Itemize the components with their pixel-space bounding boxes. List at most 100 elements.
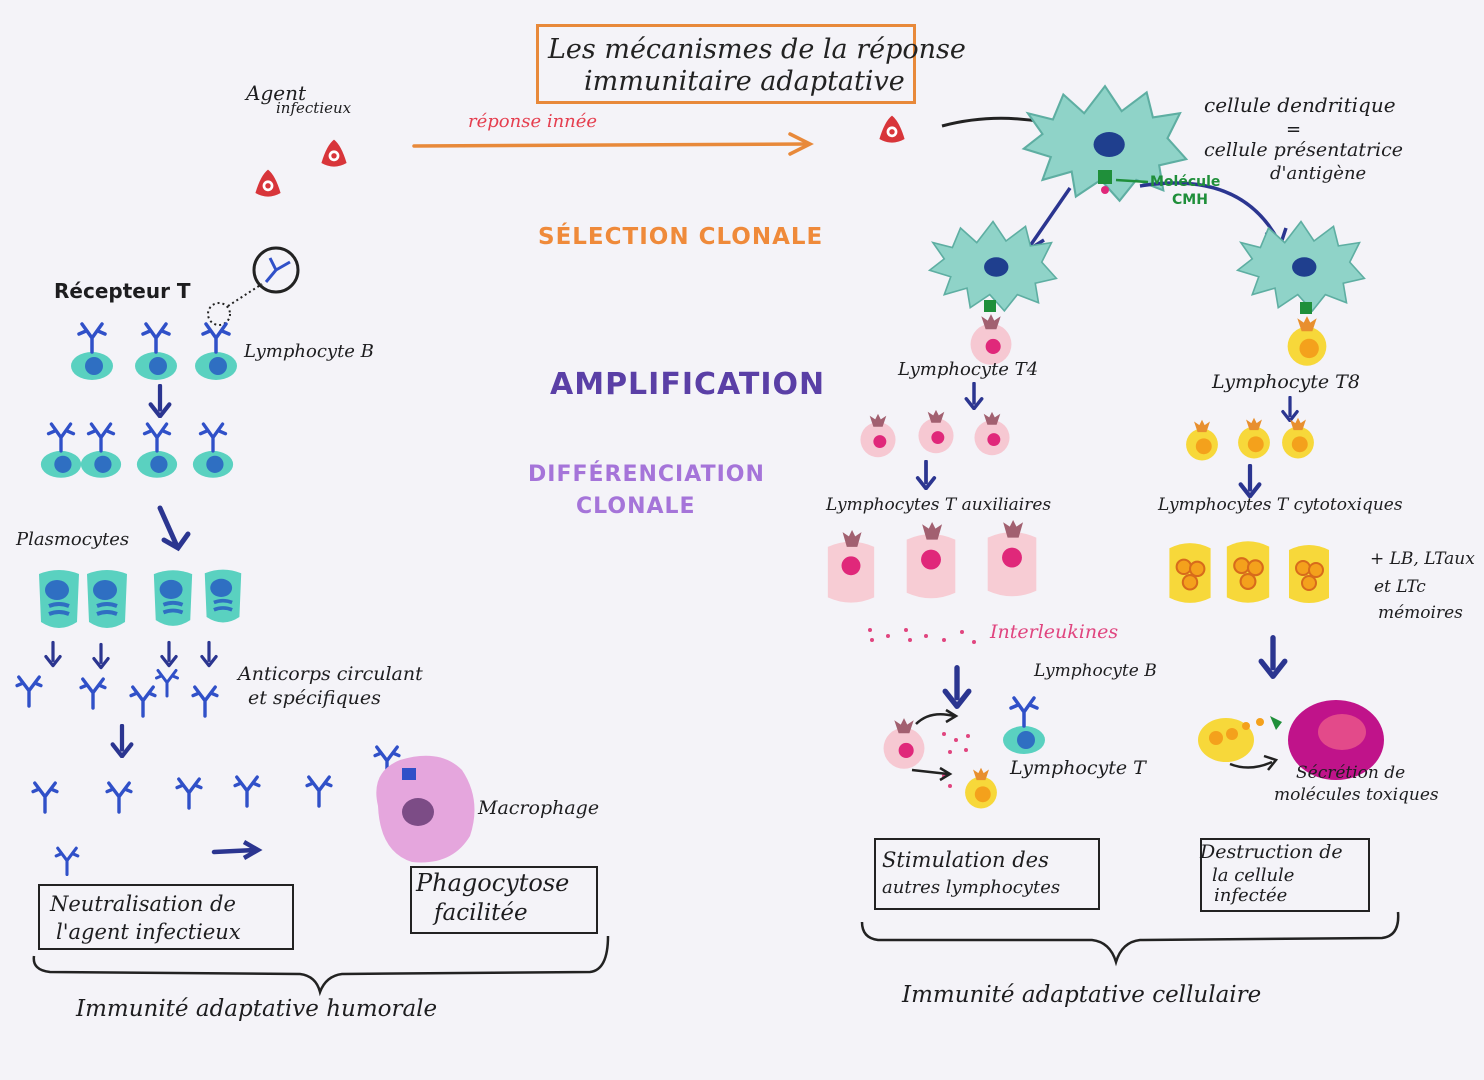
antibody — [31, 781, 59, 814]
humoral-immunity-label: Immunité adaptative humorale — [76, 996, 438, 1022]
macrophage-label: Macrophage — [478, 797, 600, 819]
virus-icon — [321, 139, 347, 167]
t8-label: Lymphocyte T8 — [1212, 371, 1360, 393]
arrow-to-t8 — [1139, 181, 1280, 241]
t-receptor-label: Récepteur T — [54, 279, 191, 303]
t4-label: Lymphocyte T4 — [898, 359, 1039, 380]
t8-lymphocyte — [965, 767, 997, 809]
interleukin-dots — [868, 628, 976, 644]
antibody — [129, 685, 157, 718]
title-line-2: immunitaire adaptative — [584, 66, 905, 97]
agent-label-2: infectieux — [276, 99, 352, 117]
plasmocyte-arrow — [157, 505, 179, 547]
t4-lymphocyte — [860, 413, 896, 458]
memory-label-3: mémoires — [1378, 603, 1463, 623]
memory-label-1: + LB, LTaux — [1370, 549, 1475, 569]
cytotoxic-t-label: Lymphocytes T cytotoxiques — [1158, 495, 1403, 515]
agent-label-1: Agent — [246, 81, 306, 105]
helper-t-cell — [987, 520, 1037, 597]
cellular-brace — [860, 911, 1400, 967]
antibodies-label-2: et spécifiques — [248, 687, 381, 709]
apc-label-1: cellule présentatrice — [1204, 139, 1403, 161]
cytotoxic-t-cell — [1225, 540, 1271, 604]
plasmocytes-label: Plasmocytes — [16, 529, 130, 550]
helper-t-cell — [906, 522, 956, 599]
down-arrow — [160, 640, 178, 668]
interleukin-dots — [942, 732, 970, 788]
down-arrow — [1261, 638, 1285, 677]
mhc-label-1: Molécule — [1150, 174, 1221, 190]
helper-t-cell — [827, 530, 875, 603]
innate-response-label: réponse innée — [468, 111, 598, 132]
virus-icon — [879, 115, 905, 143]
humoral-brace — [32, 935, 610, 997]
antibody — [175, 777, 203, 810]
arrow-to-t4 — [1028, 187, 1072, 247]
destruction-label-3: infectée — [1214, 885, 1288, 906]
stage-amplification: AMPLIFICATION — [550, 367, 826, 402]
stage-differentiation-1: DIFFÉRENCIATION — [528, 462, 765, 487]
title-box — [536, 24, 916, 104]
plasmocyte — [151, 568, 195, 628]
plasmocyte — [202, 567, 244, 625]
down-arrow — [44, 640, 62, 668]
b-lymphocyte — [39, 422, 83, 480]
cytotoxic-attack — [1198, 716, 1282, 762]
stimulation-box — [874, 838, 1100, 910]
b-lymphocyte — [79, 422, 123, 480]
secretion-label-1: Sécrétion de — [1296, 763, 1406, 783]
stage-selection: SÉLECTION CLONALE — [538, 224, 824, 250]
plasmocyte — [39, 570, 79, 628]
down-arrow — [918, 462, 935, 489]
b-lymphocyte — [193, 322, 239, 382]
helper-t-cell — [883, 718, 925, 769]
cell-t-lymphocyte-label: Lymphocyte T — [1010, 757, 1146, 779]
equals-sign: = — [1286, 119, 1302, 140]
t8-lymphocyte — [1238, 417, 1270, 459]
neutralisation-box — [38, 884, 294, 950]
innate-response-arrow — [412, 132, 814, 156]
neutralisation-label-1: Neutralisation de — [50, 892, 236, 916]
destruction-label-2: la cellule — [1212, 865, 1295, 886]
neutralisation-label-2: l'agent infectieux — [56, 920, 241, 944]
b-lymphocyte — [133, 322, 179, 382]
down-arrow — [1283, 397, 1297, 420]
antibody — [154, 668, 180, 698]
down-arrow — [966, 383, 981, 408]
antibody — [305, 775, 333, 808]
plasmocyte — [87, 570, 127, 628]
t8-lymphocyte — [1282, 417, 1314, 459]
antibody — [191, 685, 219, 718]
antibody — [233, 775, 261, 808]
right-arrow — [211, 847, 259, 855]
b-lymphocyte — [135, 422, 179, 480]
cell-b-lymphocyte-label: Lymphocyte B — [1034, 661, 1157, 681]
b-lymphocyte — [191, 422, 235, 480]
t4-lymphocyte — [974, 411, 1010, 456]
b-lymphocyte-label: Lymphocyte B — [244, 341, 374, 362]
down-arrow — [113, 726, 132, 757]
secretion-label-2: molécules toxiques — [1274, 785, 1439, 805]
macrophage-cell — [376, 755, 475, 863]
antibody — [54, 846, 80, 876]
dendritic-cell — [1236, 220, 1366, 312]
t8-lymphocyte — [1186, 419, 1218, 461]
antibody — [15, 675, 43, 708]
phagocytosis-label-2: facilitée — [434, 900, 528, 926]
down-arrow — [92, 642, 110, 670]
phagocytosis-label-1: Phagocytose — [416, 869, 570, 897]
stimulation-label-2: autres lymphocytes — [882, 877, 1061, 898]
t4-lymphocyte — [970, 314, 1012, 365]
cellular-immunity-label: Immunité adaptative cellulaire — [902, 982, 1262, 1008]
down-arrow — [151, 386, 170, 417]
down-arrow — [1241, 466, 1260, 497]
antibodies-label-1: Anticorps circulant — [238, 663, 423, 685]
destruction-label-1: Destruction de — [1200, 841, 1343, 863]
t4-lymphocyte — [918, 409, 954, 454]
b-lymphocyte — [69, 322, 115, 382]
t8-lymphocyte — [1287, 316, 1327, 366]
b-lymphocyte — [1001, 696, 1047, 756]
antibody — [105, 781, 133, 814]
mhc-label-2: CMH — [1172, 192, 1208, 208]
